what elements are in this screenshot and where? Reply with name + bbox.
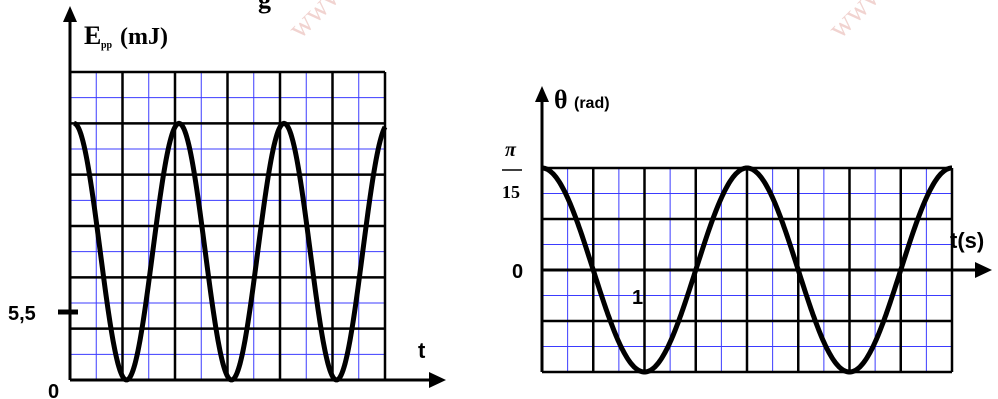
angle-ylabel-unit: (rad) bbox=[574, 95, 610, 112]
energy-xlabel: t bbox=[418, 338, 426, 363]
energy-ylabel-unit: (mJ) bbox=[120, 24, 168, 50]
angle-amp-denominator: 15 bbox=[502, 182, 520, 202]
angle-zero-label: 0 bbox=[512, 261, 523, 283]
energy-origin-label: 0 bbox=[48, 381, 59, 399]
angle-curve bbox=[542, 165, 952, 375]
energy-grid bbox=[70, 70, 387, 380]
energy-y-tick-label: 5,5 bbox=[8, 303, 36, 325]
energy-ylabel-main: E bbox=[84, 21, 101, 50]
energy-ylabel-sub: pp bbox=[101, 40, 113, 51]
energy-chart: E pp (mJ) 5,5 0 t bbox=[8, 6, 446, 399]
watermark-left: www bbox=[282, 0, 352, 45]
angle-ylabel-main: θ bbox=[554, 85, 568, 114]
energy-y-arrow bbox=[63, 6, 77, 22]
angle-x-tick-label: 1 bbox=[632, 287, 643, 309]
angle-y-arrow bbox=[535, 86, 549, 102]
angle-amp-numerator: π bbox=[505, 139, 517, 161]
angle-chart: θ (rad) π 15 0 1 t(s) bbox=[502, 85, 992, 375]
energy-x-arrow bbox=[429, 372, 446, 388]
energy-axes bbox=[58, 6, 446, 388]
angle-xlabel: t(s) bbox=[950, 228, 984, 253]
angle-axes bbox=[502, 86, 992, 372]
header-fragment: g bbox=[258, 0, 271, 14]
watermark-right: www bbox=[822, 0, 892, 45]
angle-x-arrow bbox=[975, 262, 992, 278]
